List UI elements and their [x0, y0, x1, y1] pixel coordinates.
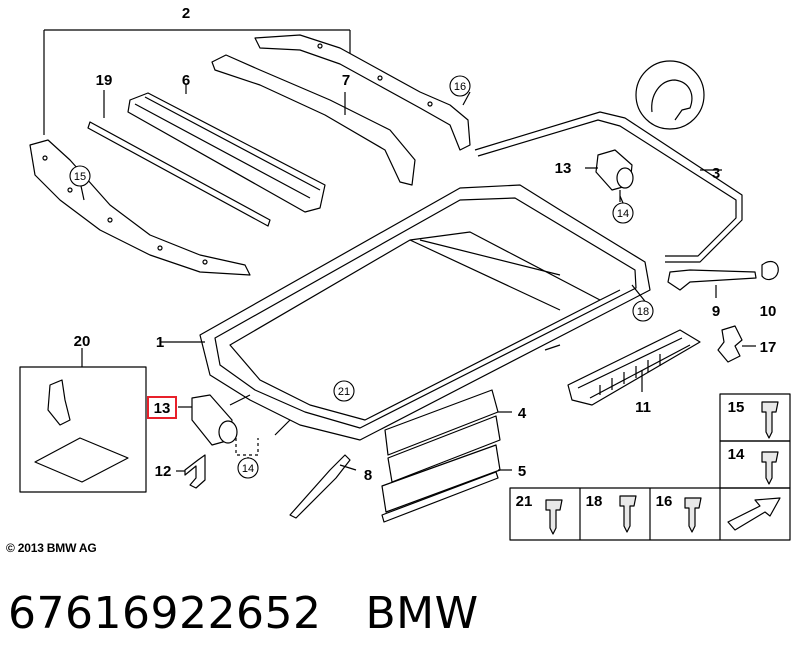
part-10-clip	[761, 260, 779, 281]
part-3-seal	[474, 60, 743, 263]
brand-name: BMW	[365, 588, 479, 639]
callout-4: 4	[518, 405, 527, 422]
callout-19: 19	[96, 72, 113, 89]
part-9-cable	[667, 269, 757, 298]
parts-diagram: 2 19 6 7 13 3 1 20 9 10 17 11 4 5 8 12 1…	[19, 5, 791, 541]
copyright-text: © 2013 BMW AG	[6, 541, 97, 555]
callout-2: 2	[182, 5, 190, 22]
part-6-deflector	[127, 84, 326, 213]
callout-20: 20	[74, 333, 91, 350]
callout-11: 11	[635, 399, 651, 416]
callout-10: 10	[760, 303, 777, 320]
footer-caption: 67616922652 BMW	[8, 588, 479, 639]
motor-13-upper	[585, 149, 634, 202]
callout-17: 17	[760, 339, 777, 356]
screw-label-21: 21	[516, 493, 533, 510]
part-5-blind	[381, 444, 512, 523]
part-8-cable	[289, 454, 357, 519]
part-number: 67616922652	[8, 588, 322, 639]
callout-12: 12	[155, 463, 172, 480]
part-7-deflector	[211, 54, 416, 186]
part-20-box	[19, 348, 147, 493]
callout-9: 9	[712, 303, 720, 320]
main-frame	[160, 184, 651, 441]
callout-13-upper: 13	[555, 160, 572, 177]
part-17-clip	[717, 325, 756, 363]
circled-21: 21	[338, 386, 350, 398]
circled-14-lower: 14	[242, 463, 254, 475]
callout-6: 6	[182, 72, 190, 89]
callout-2-bracket	[43, 29, 351, 135]
callout-13-highlighted[interactable]: 13	[154, 400, 171, 417]
circled-14-upper: 14	[617, 208, 629, 220]
callout-5: 5	[518, 463, 526, 480]
part-19-strip	[87, 90, 271, 227]
right-side-rail	[254, 34, 471, 151]
callout-7: 7	[342, 72, 350, 89]
callout-8: 8	[364, 467, 372, 484]
part-12-bracket	[176, 454, 206, 489]
callout-3: 3	[712, 165, 720, 182]
part-11-channel	[567, 329, 701, 406]
motor-13-lower	[178, 394, 259, 456]
highlight-box-13	[147, 396, 177, 419]
circled-18: 18	[637, 306, 649, 318]
screw-grid	[509, 393, 791, 541]
circled-16: 16	[454, 81, 466, 93]
part-4-blind	[384, 389, 512, 483]
screw-label-16: 16	[656, 493, 673, 510]
screw-label-18: 18	[586, 493, 603, 510]
screw-label-15: 15	[728, 399, 745, 416]
circled-15: 15	[74, 171, 86, 183]
callout-1: 1	[156, 334, 164, 351]
screw-label-14: 14	[728, 446, 745, 463]
